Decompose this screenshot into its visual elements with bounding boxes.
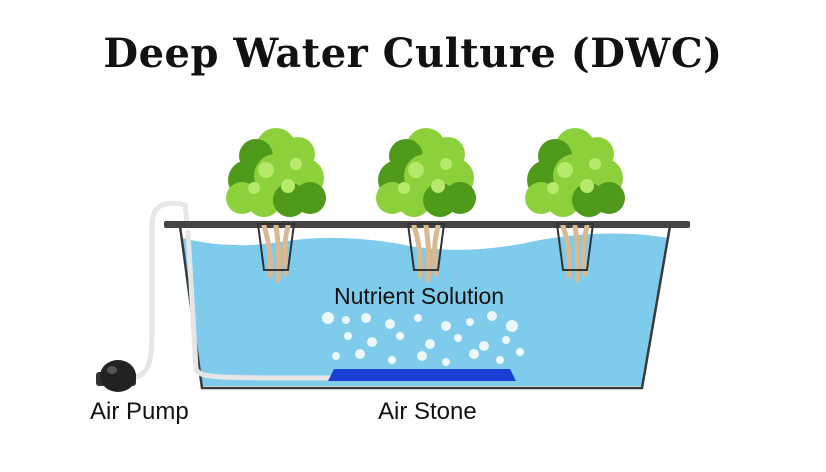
air-bubble bbox=[367, 337, 377, 347]
air-bubble bbox=[454, 334, 462, 342]
net-pot bbox=[406, 223, 446, 271]
plant-leaf bbox=[408, 162, 424, 178]
air-stone-label: Air Stone bbox=[378, 398, 477, 425]
air-pump bbox=[96, 360, 136, 392]
air-bubble bbox=[414, 314, 422, 322]
air-pump-label: Air Pump bbox=[90, 398, 189, 425]
air-line-inner bbox=[185, 229, 333, 381]
water-surface bbox=[180, 228, 670, 250]
air-bubble bbox=[355, 349, 365, 359]
plant-leaf bbox=[423, 183, 457, 217]
plant-leaf bbox=[258, 162, 274, 178]
air-bubble bbox=[479, 341, 489, 351]
air-bubble bbox=[441, 321, 451, 331]
air-bubble bbox=[502, 336, 510, 344]
air-bubble bbox=[469, 349, 479, 359]
plant-leaf bbox=[547, 182, 559, 194]
air-bubbles bbox=[322, 311, 524, 366]
plant-leaf bbox=[398, 182, 410, 194]
plant-leaf bbox=[440, 158, 452, 170]
air-bubble bbox=[425, 339, 435, 349]
plant-leaf bbox=[589, 158, 601, 170]
air-stone bbox=[328, 369, 516, 381]
plant-leaf bbox=[281, 179, 295, 193]
air-bubble bbox=[388, 356, 396, 364]
air-bubble bbox=[417, 351, 427, 361]
plant-2 bbox=[376, 128, 476, 283]
plant-1 bbox=[226, 128, 326, 283]
air-bubble bbox=[344, 332, 352, 340]
air-bubble bbox=[332, 352, 340, 360]
plants-group bbox=[226, 128, 625, 283]
nutrient-solution-label: Nutrient Solution bbox=[334, 283, 505, 309]
plant-leaf bbox=[557, 162, 573, 178]
plant-leaf bbox=[431, 179, 445, 193]
plant-leaf bbox=[572, 183, 606, 217]
air-bubble bbox=[496, 356, 504, 364]
air-bubble bbox=[516, 348, 524, 356]
air-bubble bbox=[487, 311, 497, 321]
plant-leaf bbox=[580, 179, 594, 193]
air-bubble bbox=[361, 313, 371, 323]
tank-water bbox=[180, 228, 670, 386]
air-bubble bbox=[322, 312, 334, 324]
air-bubble bbox=[342, 316, 350, 324]
plant-3 bbox=[525, 128, 625, 283]
plant-leaf bbox=[273, 183, 307, 217]
air-bubble bbox=[506, 320, 518, 332]
air-bubble bbox=[385, 319, 395, 329]
plant-leaf bbox=[290, 158, 302, 170]
plant-leaf bbox=[248, 182, 260, 194]
net-pot bbox=[256, 223, 296, 271]
net-pot bbox=[555, 223, 595, 271]
air-bubble bbox=[442, 358, 450, 366]
air-bubble bbox=[396, 332, 404, 340]
diagram-title: Deep Water Culture (DWC) bbox=[103, 30, 723, 77]
air-bubble bbox=[466, 318, 474, 326]
